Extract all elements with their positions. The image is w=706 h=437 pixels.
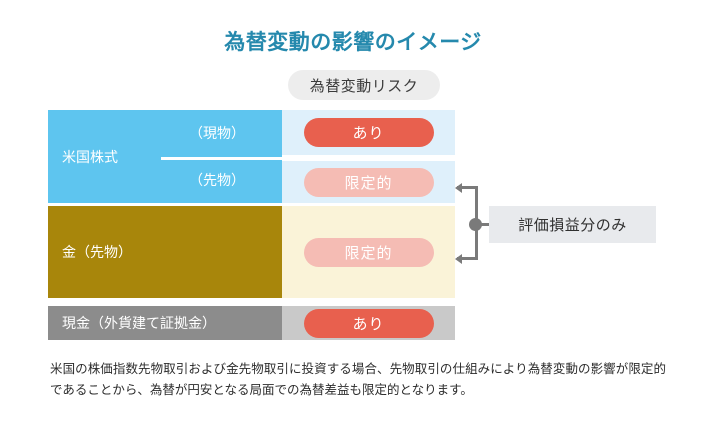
sub-label-spot: （現物） xyxy=(189,125,245,142)
page-title: 為替変動の影響のイメージ xyxy=(224,31,482,54)
risk-cell-gold-futures: 限定的 xyxy=(282,206,455,298)
sub-label-stack-us-equity: （現物） （先物） xyxy=(152,110,282,203)
arrow-left-icon-top xyxy=(455,182,462,193)
risk-cell-cash-margin: あり xyxy=(282,306,455,340)
row-label-cell-gold-futures: 金（先物） xyxy=(48,206,282,298)
table-row-gold-futures: 金（先物） 限定的 xyxy=(48,206,455,298)
risk-badge-us-equity-spot: あり xyxy=(303,118,434,147)
bracket-arm-bottom xyxy=(457,257,477,260)
sub-row-divider xyxy=(161,157,282,160)
column-header-badge: 為替変動リスク xyxy=(288,70,440,100)
risk-badge-us-equity-futures: 限定的 xyxy=(303,167,434,197)
pill-wrap-gold-futures: 限定的 xyxy=(282,206,455,298)
risk-cell-us-equity-spot: あり xyxy=(282,110,455,155)
bracket-arm-top xyxy=(457,186,477,189)
risk-badge-gold-futures: 限定的 xyxy=(303,237,434,267)
risk-cell-us-equity-futures: 限定的 xyxy=(282,161,455,203)
pill-wrap-cash-margin: あり xyxy=(282,306,455,340)
annotation-callout: 評価損益分のみ xyxy=(489,206,656,243)
table-row-us-equity: 米国株式 （現物） （先物） あり 限定的 xyxy=(48,110,455,203)
annotation-stem-line xyxy=(477,223,495,226)
risk-badge-cash-margin: あり xyxy=(303,308,434,338)
annotation-dot-icon xyxy=(469,218,482,231)
footnote-text: 米国の株価指数先物取引および金先物取引に投資する場合、先物取引の仕組みにより為替… xyxy=(50,362,666,397)
row-label-cash-margin: 現金（外貨建て証拠金） xyxy=(62,315,216,331)
pill-wrap-us-equity-futures: 限定的 xyxy=(282,161,455,203)
table-row-cash-margin: 現金（外貨建て証拠金） あり xyxy=(48,306,455,340)
row-label-us-equity: 米国株式 xyxy=(62,148,118,165)
arrow-left-icon-bottom xyxy=(455,253,462,264)
risk-comparison-table: 米国株式 （現物） （先物） あり 限定的 金（先物） 限定的 xyxy=(48,110,455,340)
pill-wrap-us-equity-spot: あり xyxy=(282,110,455,155)
row-label-gold-futures: 金（先物） xyxy=(62,244,132,260)
row-label-cell-us-equity: 米国株式 （現物） （先物） xyxy=(48,110,282,203)
row-label-cell-cash-margin: 現金（外貨建て証拠金） xyxy=(48,306,282,340)
sub-label-futures: （先物） xyxy=(189,171,245,188)
